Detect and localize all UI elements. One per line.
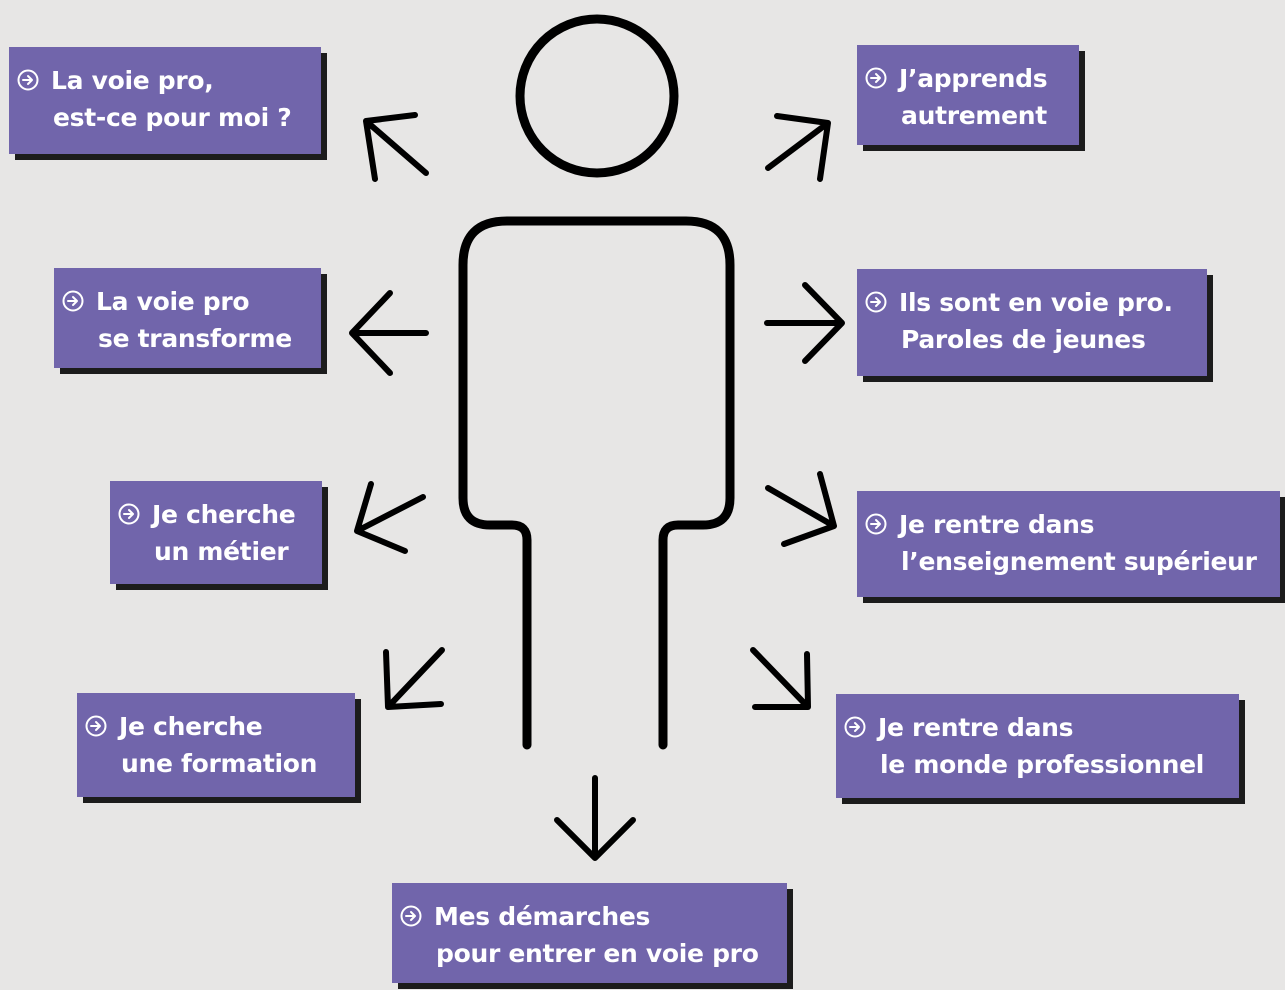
arrow-down-right-2-icon [750, 647, 811, 710]
person-head-icon [515, 14, 679, 178]
card-line-1: Je cherche [152, 500, 296, 529]
card-line-2: une formation [121, 749, 318, 778]
card-apprends-autrement[interactable]: J’apprends autrement [857, 45, 1079, 145]
card-line-2: pour entrer en voie pro [436, 939, 759, 968]
circled-right-arrow-icon [118, 503, 140, 525]
arrow-down-icon [554, 775, 636, 861]
person-body-icon [458, 216, 735, 750]
card-voie-pro-transforme[interactable]: La voie pro se transforme [54, 268, 321, 368]
circled-right-arrow-icon [865, 513, 887, 535]
card-line-1: Ils sont en voie pro. [899, 288, 1173, 317]
circled-right-arrow-icon [62, 290, 84, 312]
circled-right-arrow-icon [400, 905, 422, 927]
card-mes-demarches[interactable]: Mes démarches pour entrer en voie pro [392, 883, 787, 983]
arrow-right-icon [764, 282, 845, 364]
card-line-1: La voie pro, [51, 66, 214, 95]
card-voie-pro-pour-moi[interactable]: La voie pro, est-ce pour moi ? [9, 47, 321, 154]
circled-right-arrow-icon [17, 69, 39, 91]
circled-right-arrow-icon [85, 715, 107, 737]
card-line-1: La voie pro [96, 287, 250, 316]
card-line-2: un métier [154, 537, 289, 566]
card-line-2: autrement [901, 101, 1047, 130]
arrow-down-left-2-icon [383, 647, 445, 710]
card-line-1: Je cherche [119, 712, 263, 741]
card-line-2: l’enseignement supérieur [901, 547, 1257, 576]
arrow-left-icon [349, 290, 429, 376]
card-cherche-formation[interactable]: Je cherche une formation [77, 693, 355, 797]
arrow-up-right-icon [765, 113, 831, 182]
arrow-down-right-icon [765, 471, 837, 547]
arrow-down-left-icon [354, 481, 426, 554]
card-paroles-de-jeunes[interactable]: Ils sont en voie pro. Paroles de jeunes [857, 269, 1207, 376]
card-line-1: Je rentre dans [899, 510, 1095, 539]
card-line-1: Mes démarches [434, 902, 651, 931]
card-line-2: Paroles de jeunes [901, 325, 1146, 354]
circled-right-arrow-icon [844, 716, 866, 738]
card-cherche-metier[interactable]: Je cherche un métier [110, 481, 322, 584]
card-line-2: est-ce pour moi ? [53, 103, 292, 132]
card-line-2: se transforme [98, 324, 292, 353]
circled-right-arrow-icon [865, 291, 887, 313]
card-line-1: J’apprends [899, 64, 1048, 93]
card-monde-professionnel[interactable]: Je rentre dans le monde professionnel [836, 694, 1239, 798]
circled-right-arrow-icon [865, 67, 887, 89]
card-line-1: Je rentre dans [878, 713, 1074, 742]
arrow-up-left-icon [363, 112, 429, 182]
card-enseignement-superieur[interactable]: Je rentre dans l’enseignement supérieur [857, 491, 1280, 597]
card-line-2: le monde professionnel [880, 750, 1205, 779]
